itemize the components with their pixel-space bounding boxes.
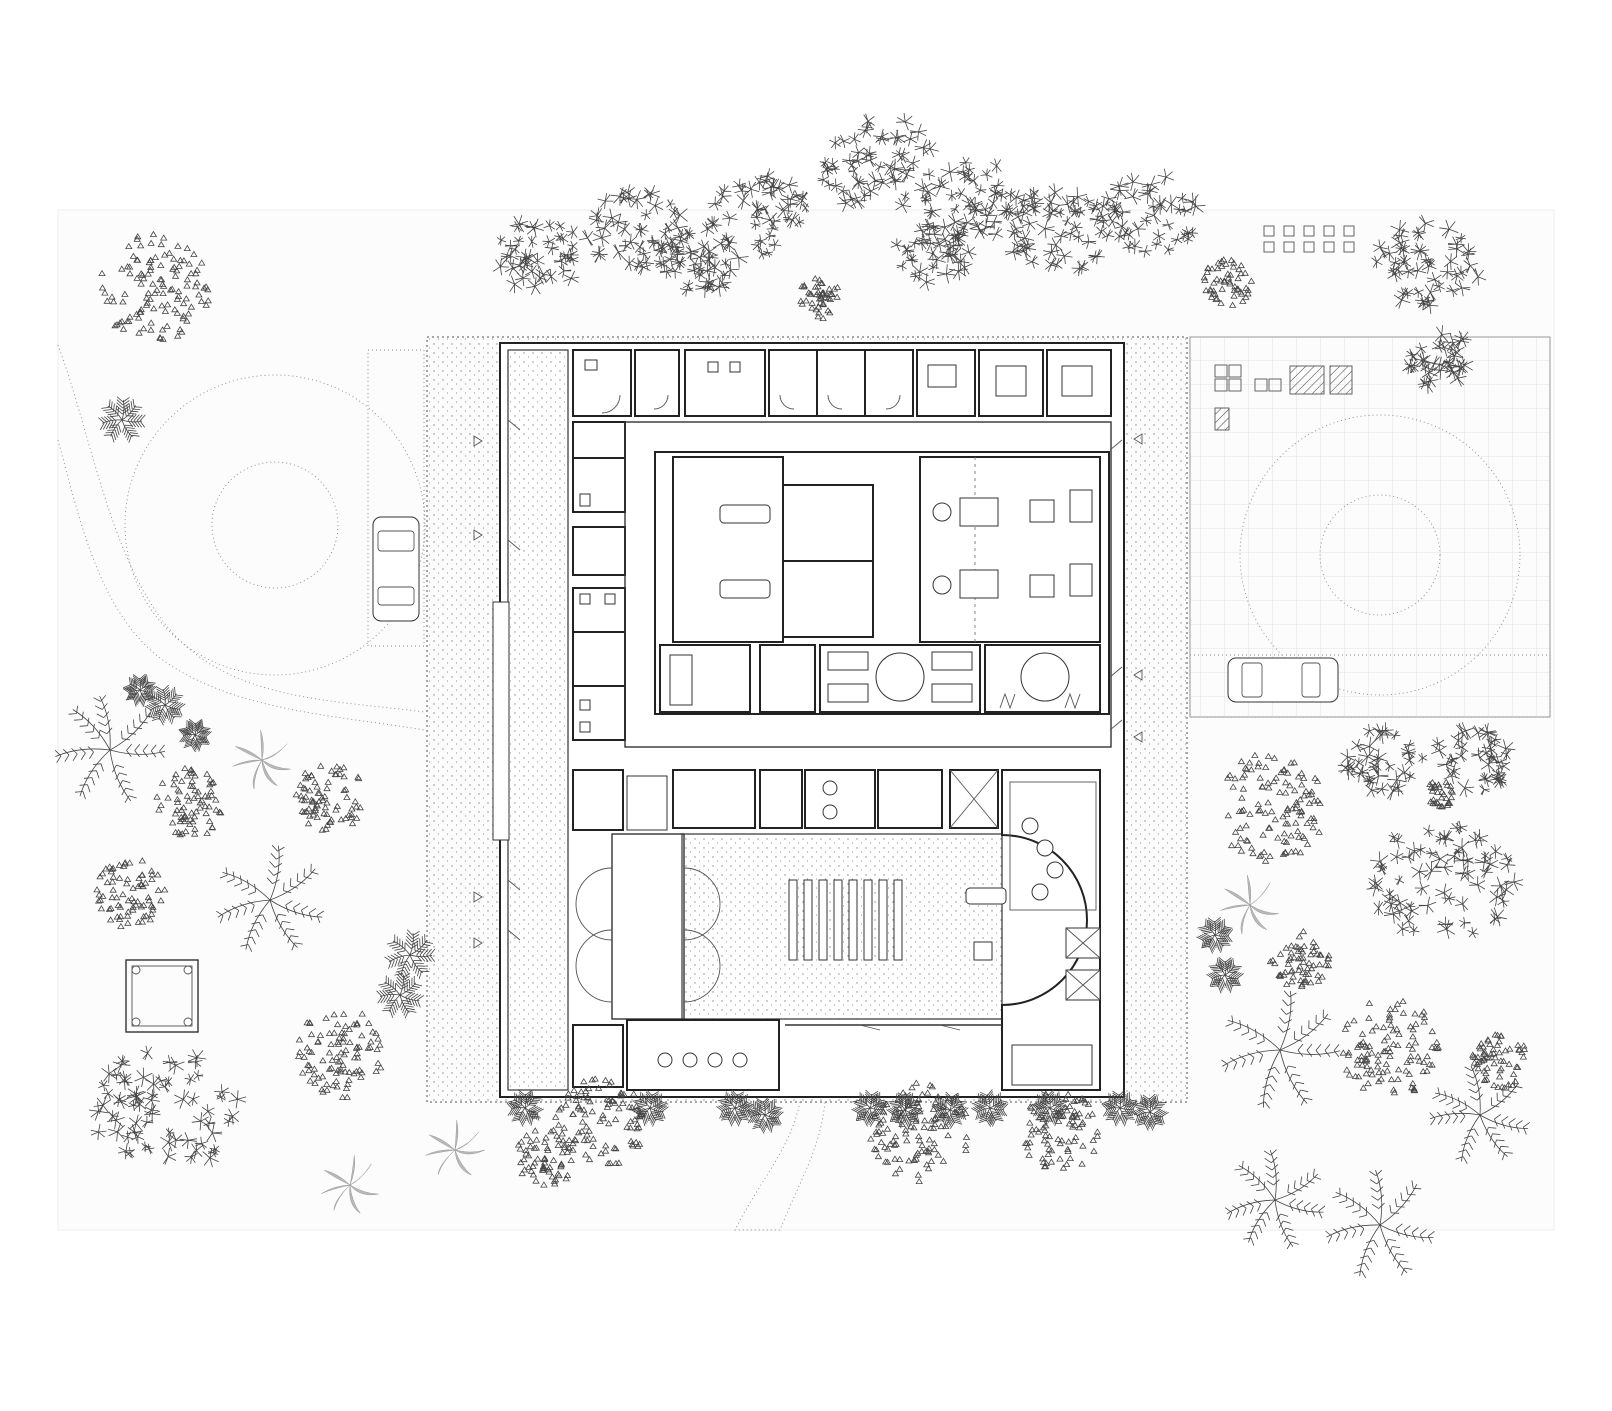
tree-canopy-icon (88, 1045, 247, 1168)
palm-icon (1101, 1089, 1139, 1127)
tree-canopy-icon (1001, 183, 1111, 277)
tree-canopy-icon (1431, 722, 1516, 798)
landscape-layer (54, 112, 1531, 1279)
core-room-east (919, 456, 1101, 643)
tree-canopy-icon (1337, 722, 1428, 801)
palm-icon (144, 684, 186, 726)
tree-canopy-icon (1095, 168, 1206, 258)
tree-canopy-icon (1371, 214, 1487, 314)
shrub-icon (294, 1010, 385, 1100)
tree-canopy-icon (1366, 820, 1524, 939)
shrub-icon (1266, 927, 1333, 989)
palm-icon (1221, 990, 1341, 1109)
shrub-icon (1223, 751, 1324, 864)
palm-icon (971, 1089, 1009, 1127)
outdoor-furniture-right (1214, 225, 1355, 431)
palm-icon (1031, 1089, 1069, 1127)
parking-court-right (1189, 336, 1551, 718)
palm-icon (1206, 957, 1244, 994)
shrub-icon (98, 230, 212, 342)
shrub-icon (1469, 1031, 1529, 1091)
shrub-icon (551, 1075, 646, 1167)
palm-icon (1224, 1149, 1326, 1250)
palm-icon (321, 1155, 379, 1214)
south-rooms (572, 769, 999, 831)
tree-canopy-icon (492, 214, 580, 295)
shrub-icon (153, 764, 225, 838)
north-rooms (572, 349, 1112, 417)
tree-canopy-icon (1402, 325, 1474, 394)
palm-icon (506, 1089, 544, 1127)
shrub-icon (292, 762, 364, 833)
palm-icon (216, 844, 325, 952)
palm-icon (122, 673, 157, 707)
tree-canopy-icon (705, 168, 810, 260)
palm-icon (54, 695, 166, 803)
palm-icon (631, 1089, 669, 1127)
building-plan (426, 336, 1188, 1103)
door-swing-icon (507, 419, 1123, 1031)
tree-canopy-icon (890, 218, 977, 291)
palm-icon (425, 1119, 486, 1176)
west-rooms (572, 421, 626, 741)
palm-icon (1220, 875, 1279, 934)
palm-icon (98, 396, 146, 443)
entrance (572, 833, 1002, 1091)
shrub-icon (93, 857, 169, 929)
pavilion (125, 959, 199, 1033)
tree-canopy-icon (913, 156, 1031, 249)
tree-canopy-icon (817, 112, 939, 214)
car-icon (372, 516, 420, 622)
shrub-icon (867, 1079, 971, 1184)
footpath (734, 1101, 826, 1231)
shrub-icon (1021, 1090, 1102, 1171)
car-icon (1227, 657, 1339, 703)
palm-icon (1429, 1064, 1531, 1164)
access-road-left (57, 344, 426, 731)
palm-icon (376, 971, 425, 1019)
palm-icon (1325, 1169, 1435, 1279)
palm-icon (178, 718, 212, 753)
palm-icon (1196, 916, 1234, 954)
palm-icon (851, 1089, 889, 1127)
shrub-icon (1426, 778, 1457, 810)
palm-icon (384, 929, 436, 981)
palm-icon (232, 729, 291, 790)
palm-icon (746, 1096, 784, 1134)
palm-icon (1131, 1093, 1169, 1131)
shrub-icon (797, 275, 842, 321)
tree-canopy-icon (659, 221, 749, 298)
core-room-lower (659, 644, 1101, 713)
shrub-icon (1339, 997, 1443, 1096)
entry-arrow-icon (473, 433, 1143, 949)
shrub-icon (1200, 256, 1256, 308)
palm-icon (716, 1089, 754, 1127)
hall (681, 769, 1101, 1091)
